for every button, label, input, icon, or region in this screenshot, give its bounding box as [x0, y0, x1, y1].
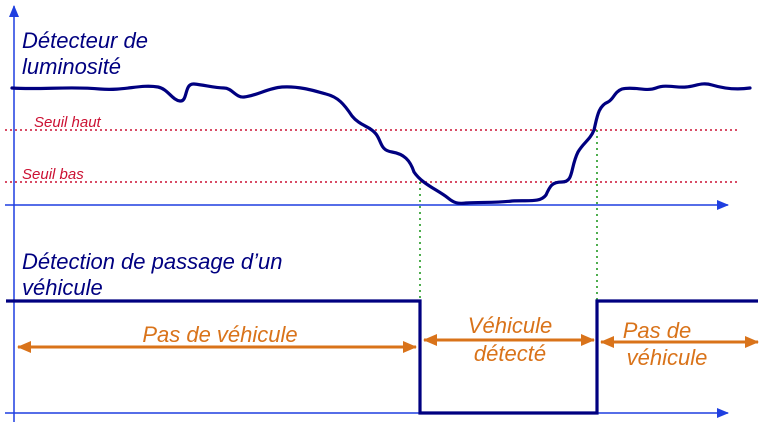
threshold-high-label: Seuil haut: [34, 114, 101, 131]
top-chart-title-line1: Détecteur de: [22, 28, 148, 53]
label-no-vehicle-left: Pas de véhicule: [142, 322, 298, 347]
label-no-vehicle-right-line1: Pas de: [622, 318, 692, 343]
bottom-chart-title-line1: Détection de passage d’un: [22, 249, 283, 274]
threshold-low-label: Seuil bas: [22, 166, 84, 183]
bottom-chart-title-line2: véhicule: [22, 275, 103, 300]
label-no-vehicle-right-line2: véhicule: [626, 345, 708, 370]
label-vehicle-detected-line1: Véhicule: [467, 313, 553, 338]
detection-signal: [6, 299, 758, 415]
luminosity-signal: [10, 82, 752, 205]
label-vehicle-detected-line2: détecté: [473, 341, 547, 366]
top-chart-title-line2: luminosité: [22, 54, 122, 79]
